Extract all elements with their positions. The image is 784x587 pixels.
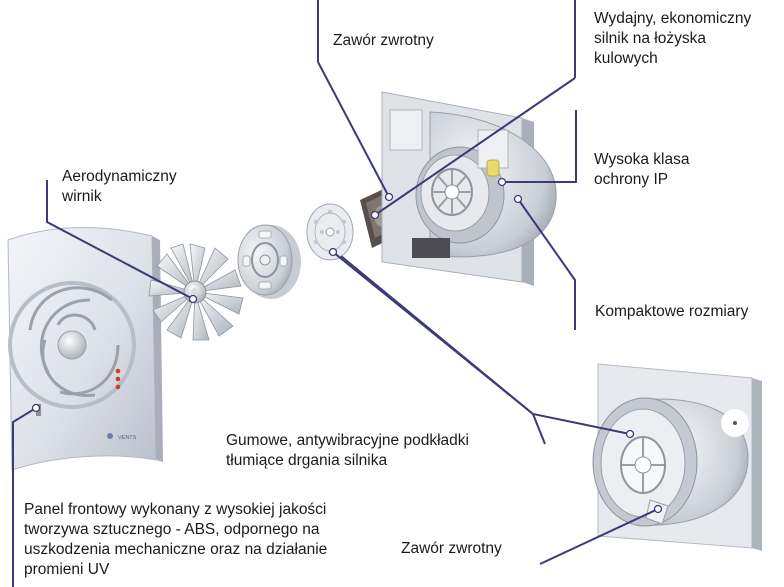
leader-zawor-top [317, 61, 390, 198]
damping-plate [306, 203, 354, 261]
leader-gumowe-b [340, 255, 631, 435]
leader-gumowe-c [532, 413, 546, 445]
leader-dot [328, 247, 338, 257]
leader-kompakt [517, 198, 576, 330]
assembled-fan [592, 363, 762, 551]
label-kompaktowe-rozmiary: Kompaktowe rozmiary [595, 303, 749, 320]
motor-disc [237, 224, 301, 299]
label-panel-frontowy: Panel frontowy wykonany z wysokiej jakoś… [24, 501, 328, 578]
leader-zawor-bottom [539, 508, 659, 565]
label-silnik: Wydajny, ekonomiczny silnik na łożyska k… [594, 10, 752, 67]
leader-dot [31, 403, 41, 413]
leader-dot [384, 192, 394, 202]
leader-dot [188, 294, 198, 304]
brand-mark: VENTS [118, 435, 137, 441]
label-wirnik: Aerodynamiczny wirnik [62, 168, 177, 205]
leader-wirnik [46, 180, 194, 300]
label-zawor-zwrotny-top: Zawór zwrotny [333, 32, 434, 49]
leader-lines [12, 0, 659, 587]
motor-housing [381, 91, 557, 286]
label-ochrona-ip: Wysoka klasa ochrony IP [594, 151, 690, 188]
label-zawor-zwrotny-bottom: Zawór zwrotny [401, 540, 502, 557]
leader-silnik [374, 77, 576, 216]
leader-dot [653, 504, 663, 514]
front-panel [7, 227, 163, 471]
leader-dot [370, 210, 380, 220]
leader-dot [625, 429, 635, 439]
leader-panel [12, 407, 37, 587]
leader-dot [513, 194, 523, 204]
leader-ochrona [502, 110, 577, 183]
leader-dot [497, 177, 507, 187]
label-gumowe-podkladki: Gumowe, antywibracyjne podkładki tłumiąc… [226, 432, 469, 469]
impeller [148, 243, 244, 341]
